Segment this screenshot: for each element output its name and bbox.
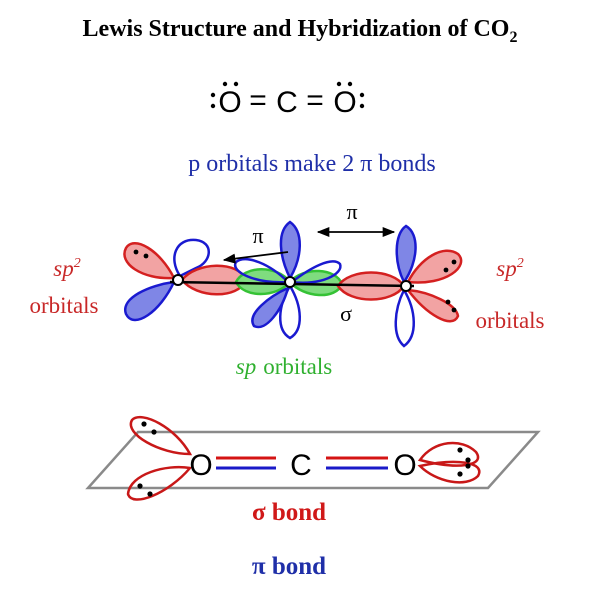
left-o-p-upper-lobe (173, 238, 210, 278)
right-o-p-lower-outline-lobe (394, 287, 415, 348)
sigma-bond-legend: σ bond (252, 499, 326, 526)
molecular-plane (85, 430, 541, 490)
left-o-lone-pair-loop-lower (126, 465, 193, 501)
c-nucleus (284, 276, 296, 288)
page-title: Lewis Structure and Hybridization of CO2 (82, 16, 518, 46)
planar-center-c: C (290, 449, 312, 482)
sp2-right-label: sp2 (496, 256, 523, 281)
right-o-upper-red-lobe (406, 249, 463, 284)
sp2-right-orbitals-word: orbitals (476, 308, 545, 333)
right-o-nucleus (400, 280, 412, 292)
c-p-upper-blue-lobe (279, 220, 301, 281)
right-o-p-upper-blue-lobe (395, 224, 417, 285)
lewis-bond-right: = (306, 84, 324, 117)
left-o-lower-blue-lobe (124, 280, 177, 322)
orbital-lone-pairs (133, 249, 457, 313)
planar-structure: O C O (85, 415, 541, 501)
lewis-center-c: C (276, 86, 298, 119)
lewis-left-o: O (218, 86, 241, 119)
lone-pair-dots (210, 81, 365, 109)
pi-bond-legend: π bond (252, 553, 326, 580)
p-orbitals-caption: p orbitals make 2 π bonds (188, 151, 435, 177)
lewis-structure: O = C = O (210, 81, 365, 119)
sp2-left-label: sp2 (53, 256, 80, 281)
c-p-right-outline-lobe (288, 260, 342, 285)
lewis-bond-left: = (249, 84, 267, 117)
orbital-diagram: π π σ (123, 199, 463, 348)
planar-left-o: O (189, 449, 212, 482)
left-o-lone-pair-loop-upper (129, 415, 193, 456)
sigma-label: σ (340, 301, 352, 326)
left-o-upper-red-lobe (123, 242, 176, 280)
c-p-left-outline-lobe (233, 257, 291, 284)
pi-label-right: π (346, 199, 357, 224)
left-o-nucleus (172, 274, 184, 286)
pi-label-left: π (252, 223, 263, 248)
planar-lone-pair-dots (137, 421, 471, 497)
lewis-right-o: O (333, 86, 356, 119)
pi-arrow-left (222, 251, 289, 264)
planar-right-o: O (393, 449, 416, 482)
sp2-left-orbitals-word: orbitals (30, 293, 99, 318)
c-p-lower-blue-lobe (251, 285, 290, 329)
right-o-lone-pair-loop-lower (417, 460, 481, 484)
right-o-lower-red-lobe (405, 288, 460, 323)
right-o-lone-pair-loop-upper (417, 441, 480, 467)
